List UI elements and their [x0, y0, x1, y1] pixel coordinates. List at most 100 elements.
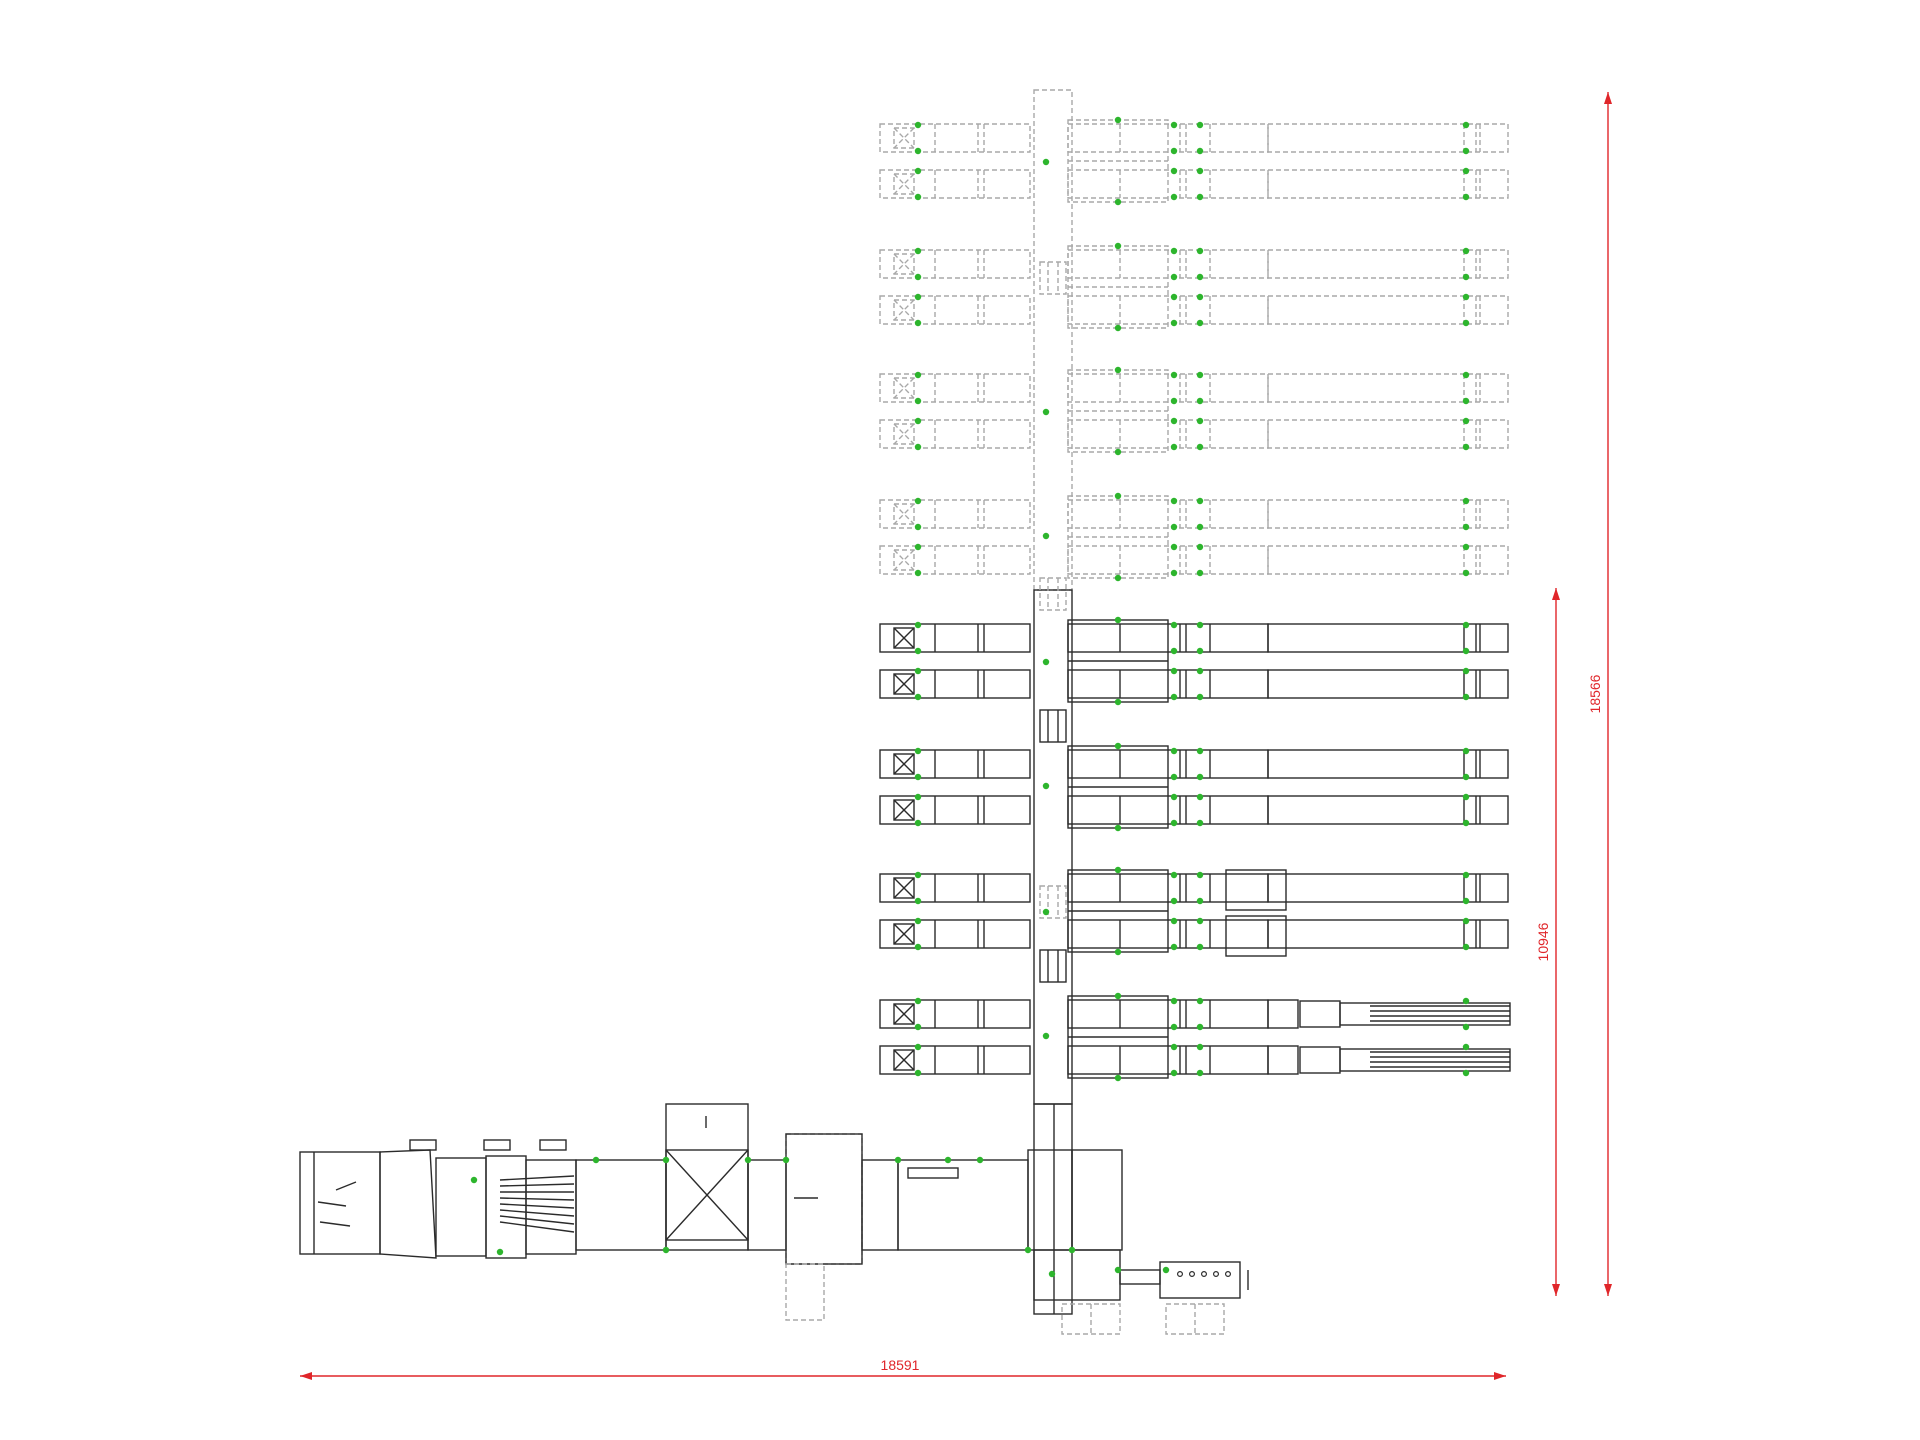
sorter-cabinet	[665, 1103, 749, 1251]
pair-frame	[1067, 745, 1169, 829]
node-dot	[1170, 997, 1178, 1005]
node-dot	[1462, 523, 1470, 531]
node-dot	[1170, 523, 1178, 531]
station-button	[1200, 1270, 1207, 1277]
cross-line	[893, 549, 915, 571]
branch-lane	[879, 669, 1509, 699]
node-dot	[662, 1156, 670, 1164]
spine-tail	[1033, 1103, 1073, 1315]
long-conveyor	[1267, 795, 1509, 825]
node-dot	[914, 1069, 922, 1077]
node-dot	[1462, 819, 1470, 827]
node-dot	[1462, 871, 1470, 879]
fan-line	[499, 1183, 575, 1187]
spine-upper	[1033, 89, 1073, 591]
left-stub	[879, 123, 1031, 153]
pair-frame	[1067, 995, 1169, 1079]
cross-line	[893, 299, 915, 321]
node-dot	[914, 293, 922, 301]
left-stub	[879, 499, 1031, 529]
cross-line	[893, 1003, 915, 1025]
node-dot	[914, 543, 922, 551]
left-stub	[879, 419, 1031, 449]
station-button	[1176, 1270, 1183, 1277]
top-mount	[409, 1139, 437, 1151]
node-dot	[1462, 147, 1470, 155]
node-dot	[1196, 569, 1204, 577]
node-dot	[1462, 793, 1470, 801]
node-dot	[1196, 667, 1204, 675]
node-dot	[1170, 647, 1178, 655]
node-dot	[1196, 247, 1204, 255]
node-dot	[914, 1043, 922, 1051]
cross-box	[893, 799, 915, 821]
branch-lane	[879, 623, 1509, 653]
node-dot	[914, 897, 922, 905]
operator-station	[1159, 1261, 1241, 1299]
cross-box	[893, 503, 915, 525]
node-dot	[1462, 193, 1470, 201]
node-dot	[1196, 917, 1204, 925]
junction-box	[1033, 1249, 1121, 1301]
node-dot	[914, 997, 922, 1005]
node-dot	[1170, 319, 1178, 327]
node-dot	[744, 1156, 752, 1164]
induction-unit	[897, 1159, 1029, 1251]
node-dot	[1170, 569, 1178, 577]
node-dot	[1462, 121, 1470, 129]
node-dot	[1170, 543, 1178, 551]
node-dot	[1196, 371, 1204, 379]
cross-box	[893, 753, 915, 775]
cross-line	[893, 377, 915, 399]
left-stub	[879, 919, 1031, 949]
node-dot	[1462, 247, 1470, 255]
node-dot	[1196, 193, 1204, 201]
node-dot	[470, 1176, 478, 1184]
node-dot	[1462, 167, 1470, 175]
node-dot	[1196, 273, 1204, 281]
node-dot	[1462, 747, 1470, 755]
node-dot	[1462, 647, 1470, 655]
node-dot	[1170, 943, 1178, 951]
branch-lane	[879, 1045, 1511, 1075]
node-dot	[1462, 667, 1470, 675]
node-dot	[914, 693, 922, 701]
branch-lane	[879, 873, 1509, 903]
cross-box	[893, 253, 915, 275]
node-dot	[1068, 1246, 1076, 1254]
cross-box	[893, 299, 915, 321]
node-dot	[1114, 616, 1122, 624]
top-mount	[483, 1139, 511, 1151]
node-dot	[1462, 443, 1470, 451]
cross-box	[893, 423, 915, 445]
fan-line	[499, 1215, 575, 1225]
node-dot	[914, 647, 922, 655]
pair-frame	[1067, 495, 1169, 579]
node-dot	[496, 1248, 504, 1256]
node-dot	[914, 569, 922, 577]
node-dot	[592, 1156, 600, 1164]
cross-line	[893, 423, 915, 445]
node-dot	[1196, 1023, 1204, 1031]
node-dot	[1170, 147, 1178, 155]
node-dot	[914, 943, 922, 951]
node-dot	[914, 319, 922, 327]
left-stub	[879, 999, 1031, 1029]
node-dot	[914, 523, 922, 531]
long-conveyor	[1267, 373, 1509, 403]
left-stub	[879, 1045, 1031, 1075]
branch-lane	[879, 295, 1509, 325]
node-dot	[914, 371, 922, 379]
node-dot	[1114, 948, 1122, 956]
hopper-mark	[319, 1221, 351, 1227]
node-dot	[1170, 621, 1178, 629]
exit-unit	[1071, 1149, 1123, 1251]
cross-line	[893, 127, 915, 149]
node-dot	[1114, 448, 1122, 456]
node-dot	[1170, 819, 1178, 827]
junction-nodes	[470, 116, 1470, 1278]
node-dot	[914, 793, 922, 801]
node-dot	[976, 1156, 984, 1164]
node-dot	[1114, 324, 1122, 332]
node-dot	[914, 443, 922, 451]
